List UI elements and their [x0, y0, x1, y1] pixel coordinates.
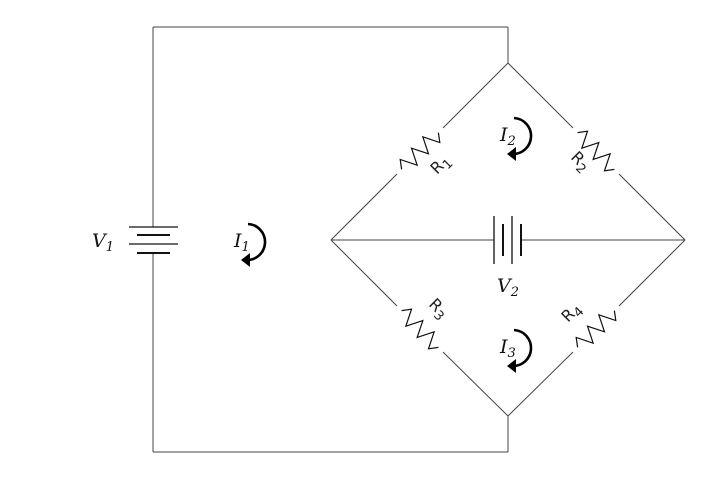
wire-r2-right: [618, 173, 686, 241]
v1-label: V1: [92, 230, 114, 255]
r2-label: R2: [564, 147, 594, 177]
wire-right-r4: [618, 239, 686, 307]
wire-r1-left: [330, 173, 398, 241]
battery-v1: [129, 226, 178, 254]
bridge-wiring: [330, 62, 686, 417]
i1-label: I1: [233, 230, 250, 255]
wire-top-r1: [442, 62, 509, 129]
wire-top-r2: [507, 62, 574, 129]
i3-label: I3: [499, 336, 516, 361]
r4-label: R4: [557, 299, 587, 329]
wire-left-r3: [330, 239, 398, 307]
i2-label: I2: [499, 124, 516, 149]
outer-wiring: [152, 26, 509, 453]
battery-v2: [493, 216, 522, 264]
v2-label: V2: [497, 275, 519, 300]
wire-r4-bottom: [507, 351, 574, 417]
r1-label: R1: [426, 151, 456, 181]
wire-r3-bottom: [442, 351, 509, 417]
r3-label: R3: [422, 294, 452, 324]
